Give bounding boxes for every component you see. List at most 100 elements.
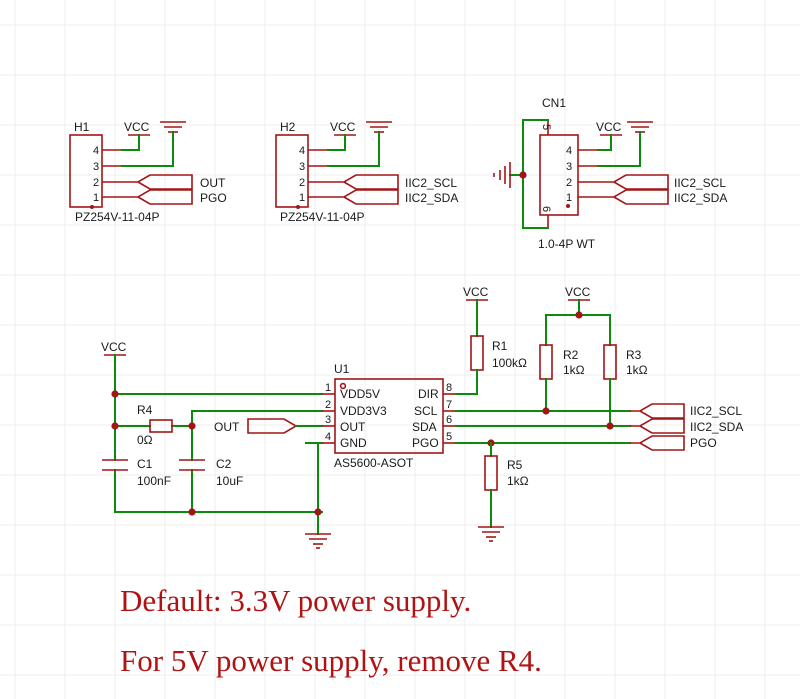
u1-pin2-num: 2: [325, 399, 331, 411]
h1-part: PZ254V-11-04P: [75, 210, 160, 224]
junction-gnd-c2: [188, 508, 196, 516]
connector-h1: H1 4 3 2 1 PZ254V-11-04P VCC OUT PGO: [69, 120, 227, 224]
h1-pin1-marker: [90, 205, 94, 209]
main-circuit: VCC R4 0Ω C1 100nF C2 10uF OUT: [101, 285, 743, 549]
junction-vdd5v: [111, 390, 119, 398]
r2-body: [539, 344, 553, 380]
junction-gnd-main: [314, 508, 322, 516]
u1-part: AS5600-ASOT: [334, 456, 414, 470]
u1-pin8-num: 8: [446, 382, 452, 394]
h1-gnd-wire: [121, 131, 174, 167]
dir-wire: [455, 369, 478, 395]
u1-pin3-name: OUT: [340, 420, 366, 434]
cn1-part: 1.0-4P WT: [538, 237, 596, 251]
h1-pgo-flag: [122, 189, 193, 205]
cn1-gnd2-wire: [597, 131, 641, 167]
h1-pin1-num: 1: [93, 192, 99, 204]
cn1-pin3-num: 3: [566, 161, 572, 173]
u1-pin4-num: 4: [325, 431, 331, 443]
main-pgo-flag: [630, 435, 685, 451]
h1-pin3-num: 3: [93, 161, 99, 173]
h2-pin2-num: 2: [299, 177, 305, 189]
c2-value: 10uF: [216, 474, 243, 488]
cn1-gnd-junction: [519, 171, 527, 179]
u1-pin1-num: 1: [325, 382, 331, 394]
cn1-body: [539, 134, 579, 216]
main-sda-flag: [630, 418, 685, 434]
u1-pin5-name: PGO: [412, 436, 439, 450]
h2-scl-flag: [328, 174, 399, 190]
r3-body: [603, 344, 617, 380]
u1-ref: U1: [334, 362, 350, 376]
h2-body: [275, 134, 309, 208]
r1-vcc-label: VCC: [463, 285, 489, 299]
h1-ref: H1: [74, 120, 90, 134]
cn1-sda-flag: [598, 189, 669, 205]
h2-vcc-wire: [327, 134, 346, 151]
h2-pin4-num: 4: [299, 145, 305, 157]
cn1-pin1-marker: [566, 204, 570, 208]
h1-vcc-label: VCC: [124, 120, 150, 134]
h1-vcc-wire: [121, 134, 140, 151]
r5-value: 1kΩ: [507, 474, 529, 488]
main-scl-flag: [630, 403, 685, 419]
main-vcc-label: VCC: [101, 340, 127, 354]
cn1-vcc-wire: [597, 134, 612, 151]
cn1-pin2-num: 2: [566, 177, 572, 189]
r5-ref: R5: [507, 458, 523, 472]
r1-ref: R1: [492, 339, 508, 353]
h1-pin4-num: 4: [93, 145, 99, 157]
pullup-vcc-label: VCC: [565, 285, 591, 299]
r2-value: 1kΩ: [563, 363, 585, 377]
pullup-top-wire: [545, 314, 611, 346]
c1-ref: C1: [137, 457, 153, 471]
cn1-scl-flag: [598, 174, 669, 190]
h1-body: [69, 134, 103, 208]
cn1-pin4-num: 4: [566, 145, 572, 157]
h2-sda-label: IIC2_SDA: [405, 191, 458, 205]
r3-value: 1kΩ: [626, 363, 648, 377]
h1-pgo-label: PGO: [200, 191, 227, 205]
u1-pin6-name: SDA: [412, 420, 437, 434]
c2-ref: C2: [216, 457, 232, 471]
h2-pin3-num: 3: [299, 161, 305, 173]
main-pgo-label: PGO: [690, 436, 717, 450]
h2-gnd-wire: [327, 131, 380, 167]
h2-sda-flag: [328, 189, 399, 205]
r1-value: 100kΩ: [492, 356, 527, 370]
r4-value: 0Ω: [137, 433, 153, 447]
cn1-vcc-label: VCC: [596, 120, 622, 134]
r4-ref: R4: [137, 403, 153, 417]
u1-pin6-num: 6: [446, 414, 452, 426]
cn1-pin1-num: 1: [566, 192, 572, 204]
main-sda-label: IIC2_SDA: [690, 420, 743, 434]
u1-pin8-name: DIR: [418, 387, 439, 401]
u1-pin4-name: GND: [340, 436, 367, 450]
u1-pin5-num: 5: [446, 431, 452, 443]
cn1-pin5-num: 5: [540, 124, 552, 130]
junction-scl: [542, 407, 550, 415]
gnd-bottom-wire: [114, 469, 323, 513]
c1-value: 100nF: [137, 474, 171, 488]
u1-pin7-name: SCL: [414, 404, 438, 418]
cn1-pin6-num: 6: [540, 206, 552, 212]
connector-h2: H2 4 3 2 1 PZ254V-11-04P VCC IIC2_SCL II…: [275, 120, 458, 224]
main-out-label: OUT: [214, 420, 240, 434]
r3-ref: R3: [626, 348, 642, 362]
vdd3v3-wire: [171, 410, 323, 427]
connector-cn1: CN1 4 3 2 1 5 6 1.0-4P WT VCC IIC2_SCL: [493, 96, 727, 251]
main-scl-label: IIC2_SCL: [690, 404, 742, 418]
h1-pin2-num: 2: [93, 177, 99, 189]
u1-pin3-num: 3: [325, 414, 331, 426]
junction-sda: [606, 422, 614, 430]
h2-ref: H2: [280, 120, 296, 134]
junction-c2: [188, 422, 196, 430]
u1-pin7-num: 7: [446, 399, 452, 411]
cn1-ref: CN1: [542, 96, 566, 110]
h2-part: PZ254V-11-04P: [280, 210, 365, 224]
h2-scl-label: IIC2_SCL: [405, 176, 457, 190]
u1-pin1-name: VDD5V: [340, 387, 380, 401]
r4-body: [149, 419, 173, 433]
